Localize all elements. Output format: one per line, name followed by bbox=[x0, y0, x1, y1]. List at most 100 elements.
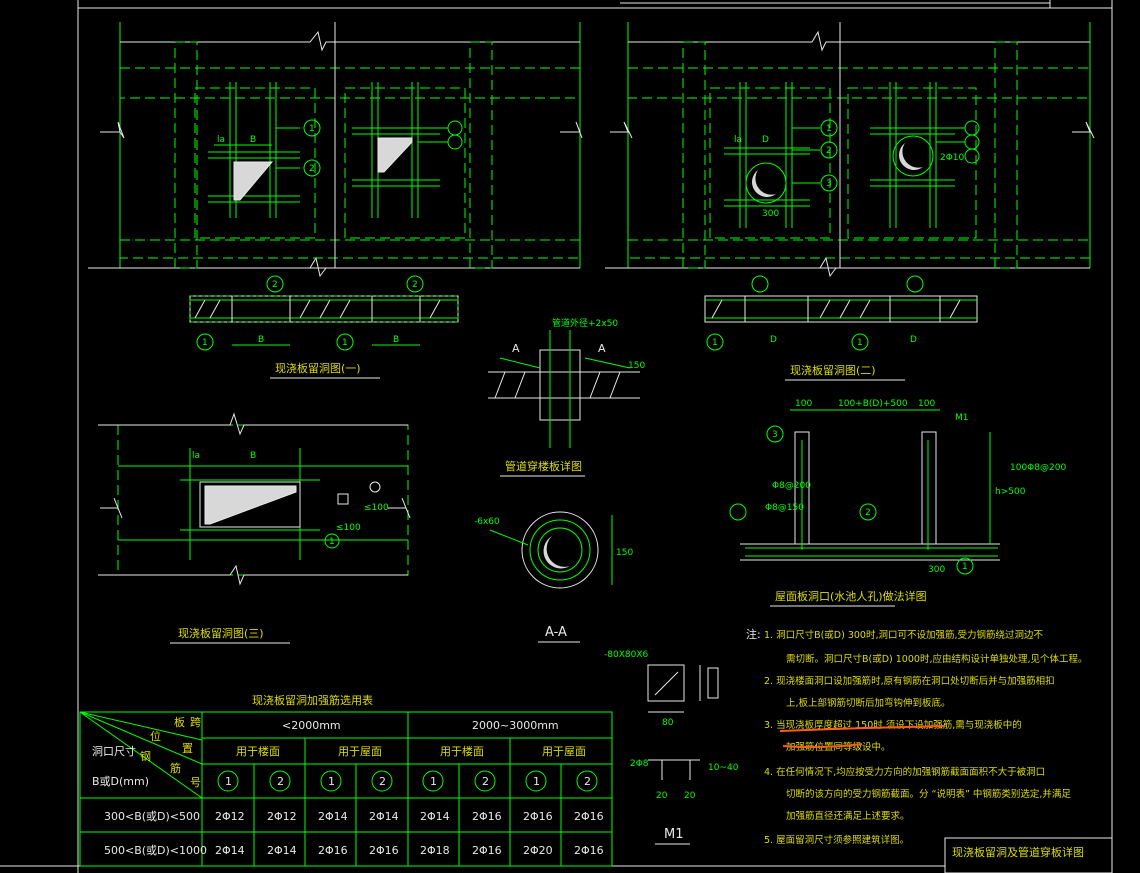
title-opening-3: 现浇板留洞图(三) bbox=[178, 626, 264, 640]
aa-label-2: A bbox=[598, 342, 606, 355]
sec1-b2: B bbox=[393, 335, 399, 345]
title-m1: M1 bbox=[664, 827, 684, 842]
callout-2: 2 bbox=[309, 164, 315, 174]
note-line: 1. 洞口尺寸B(或D) 300时,洞口可不设加强筋,受力钢筋绕过洞边不 bbox=[764, 629, 1044, 641]
note-line: 需切断。洞口尺寸B(或D) 1000时,应由结构设计单独处理,见个体工程。 bbox=[786, 653, 1087, 665]
table-num-circle bbox=[474, 770, 496, 792]
plan3-c1: 1 bbox=[329, 537, 335, 547]
table-num-circle bbox=[576, 770, 598, 792]
diag-6: 筋 bbox=[170, 761, 181, 775]
rh-100a: 100 bbox=[795, 399, 812, 409]
plan3-b: B bbox=[250, 451, 256, 461]
m1-len: 80 bbox=[662, 718, 674, 728]
sec2-c1b: 1 bbox=[857, 338, 863, 348]
dim-50: 150 bbox=[628, 361, 645, 371]
drawing-frame bbox=[0, 0, 1113, 873]
plan-opening-2: la D 300 1 2 3 2Φ10 bbox=[605, 22, 1095, 278]
table-num: 1 bbox=[430, 775, 437, 788]
table-cell: 2Φ16 bbox=[574, 810, 604, 823]
rh-c3: 3 bbox=[772, 430, 778, 440]
sec2-d2: D bbox=[910, 335, 917, 345]
table-cell: 2Φ18 bbox=[420, 844, 450, 857]
sub-2: 用于屋面 bbox=[338, 745, 382, 758]
pipe-detail: A A 管道外径+2x50 150 管道穿楼板详图 bbox=[488, 317, 645, 477]
plan-opening-3: la B ≤100 ≤100 1 现浇板留洞图(三) bbox=[98, 412, 411, 644]
sec1-b1: B bbox=[258, 335, 264, 345]
note-line: 5. 屋面留洞尺寸须参照建筑详图。 bbox=[764, 834, 909, 846]
note-line: 4. 在任何情况下,均应按受力方向的加强钢筋截面面积不大于被洞口 bbox=[764, 766, 1045, 778]
rh-100b: 100 bbox=[918, 399, 935, 409]
table-cell: 2Φ16 bbox=[574, 844, 604, 857]
m1-20a: 20 bbox=[656, 791, 668, 801]
rh-c1: 1 bbox=[962, 562, 968, 572]
table-num: 2 bbox=[584, 775, 591, 788]
title-roof-hatch: 屋面板洞口(水池人孔)做法详图 bbox=[775, 589, 927, 603]
sec2-d1: D bbox=[770, 335, 777, 345]
table-cell: 2Φ14 bbox=[369, 810, 399, 823]
dim-300: 300 bbox=[762, 209, 779, 219]
callout-1b: 1 bbox=[826, 124, 832, 134]
table-cell: 2Φ14 bbox=[215, 844, 245, 857]
title-opening-1: 现浇板留洞图(一) bbox=[275, 361, 361, 375]
table-num-circle bbox=[320, 770, 342, 792]
plan3-d100a: ≤100 bbox=[336, 523, 361, 533]
title-block: 现浇板留洞及管道穿板详图 bbox=[944, 837, 1113, 873]
diag-7: 号 bbox=[190, 776, 201, 789]
callout-2b: 2 bbox=[826, 146, 832, 156]
m1-20b: 20 bbox=[684, 791, 696, 801]
table-cell: 2Φ14 bbox=[318, 810, 348, 823]
rh-300: 300 bbox=[928, 565, 945, 575]
table-cell: 2Φ16 bbox=[472, 844, 502, 857]
group-1: <2000mm bbox=[282, 719, 341, 732]
dim-hole: 2Φ10 bbox=[940, 153, 965, 163]
pipe-note: 管道外径+2x50 bbox=[552, 317, 618, 329]
row-2-label: 500<B(或D)<1000 bbox=[104, 844, 207, 857]
plan-opening-1: la B 1 2 bbox=[88, 22, 583, 278]
table-num: 2 bbox=[277, 775, 284, 788]
diag-3: 位 bbox=[150, 729, 161, 743]
sec1-c2a: 2 bbox=[272, 280, 278, 290]
m1-angle: -80X80X6 bbox=[604, 650, 648, 660]
callout-1: 1 bbox=[309, 124, 315, 134]
sec1-c1b: 1 bbox=[342, 338, 348, 348]
aa-label-1: A bbox=[512, 342, 520, 355]
table-num-circle bbox=[217, 770, 239, 792]
sec2-c1a: 1 bbox=[712, 338, 718, 348]
m1-side: 10~40 bbox=[708, 763, 739, 773]
title-pipe-detail: 管道穿楼板详图 bbox=[505, 459, 582, 473]
m1-bar: 2Φ8 bbox=[630, 759, 649, 769]
table-num: 1 bbox=[328, 775, 335, 788]
table-cell: 2Φ16 bbox=[472, 810, 502, 823]
note-line: 加强筋直径还满足上述要求。 bbox=[786, 810, 910, 822]
group-2: 2000~3000mm bbox=[472, 719, 559, 732]
table-cell: 2Φ20 bbox=[523, 844, 553, 857]
m1-detail: -80X80X6 80 2Φ8 10~40 20 20 M1 bbox=[604, 650, 739, 845]
table-num: 1 bbox=[225, 775, 232, 788]
table-cell: 2Φ16 bbox=[369, 844, 399, 857]
table-num: 2 bbox=[379, 775, 386, 788]
sub-3: 用于楼面 bbox=[440, 744, 484, 758]
sub-4: 用于屋面 bbox=[542, 745, 586, 758]
dim-la-2: la bbox=[734, 135, 742, 145]
section-aa: -6x60 150 A-A bbox=[474, 511, 633, 643]
note-line: 切断的该方向的受力钢筋截面。分 “说明表” 中钢筋类别选定,并满足 bbox=[786, 788, 1071, 800]
dim-b: B bbox=[250, 135, 256, 145]
diag-4: 置 bbox=[182, 742, 193, 755]
aa-sleeve: -6x60 bbox=[474, 517, 500, 527]
title-aa: A-A bbox=[545, 625, 567, 640]
row-1-label: 300<B(或D)<500 bbox=[104, 810, 200, 823]
rh-c2: 2 bbox=[865, 508, 871, 518]
table-cell: 2Φ14 bbox=[420, 810, 450, 823]
row-label: 洞口尺寸 bbox=[92, 744, 136, 758]
table-cell: 2Φ14 bbox=[267, 844, 297, 857]
diag-2: 跨 bbox=[190, 716, 201, 729]
section-2: 1 1 D D 现浇板留洞图(二) bbox=[704, 275, 978, 381]
notes-label: 注: bbox=[746, 627, 761, 641]
dim-la: la bbox=[217, 135, 225, 145]
diag-5: 钢 bbox=[140, 750, 151, 763]
table-num-circle bbox=[269, 770, 291, 792]
roof-hatch-detail: 100 100+B(D)+500 100 M1 3 2 1 Φ8@200 Φ8@… bbox=[729, 399, 1066, 607]
rebar-table: 现浇板留洞加强筋选用表 板 跨 位 置 钢 筋 号 洞口尺寸 B或D(mm) <… bbox=[79, 693, 613, 867]
note-line: 3. 当现浇板厚度超过 150时 须设下设加强筋,需与现浇板中的 bbox=[764, 719, 1022, 731]
